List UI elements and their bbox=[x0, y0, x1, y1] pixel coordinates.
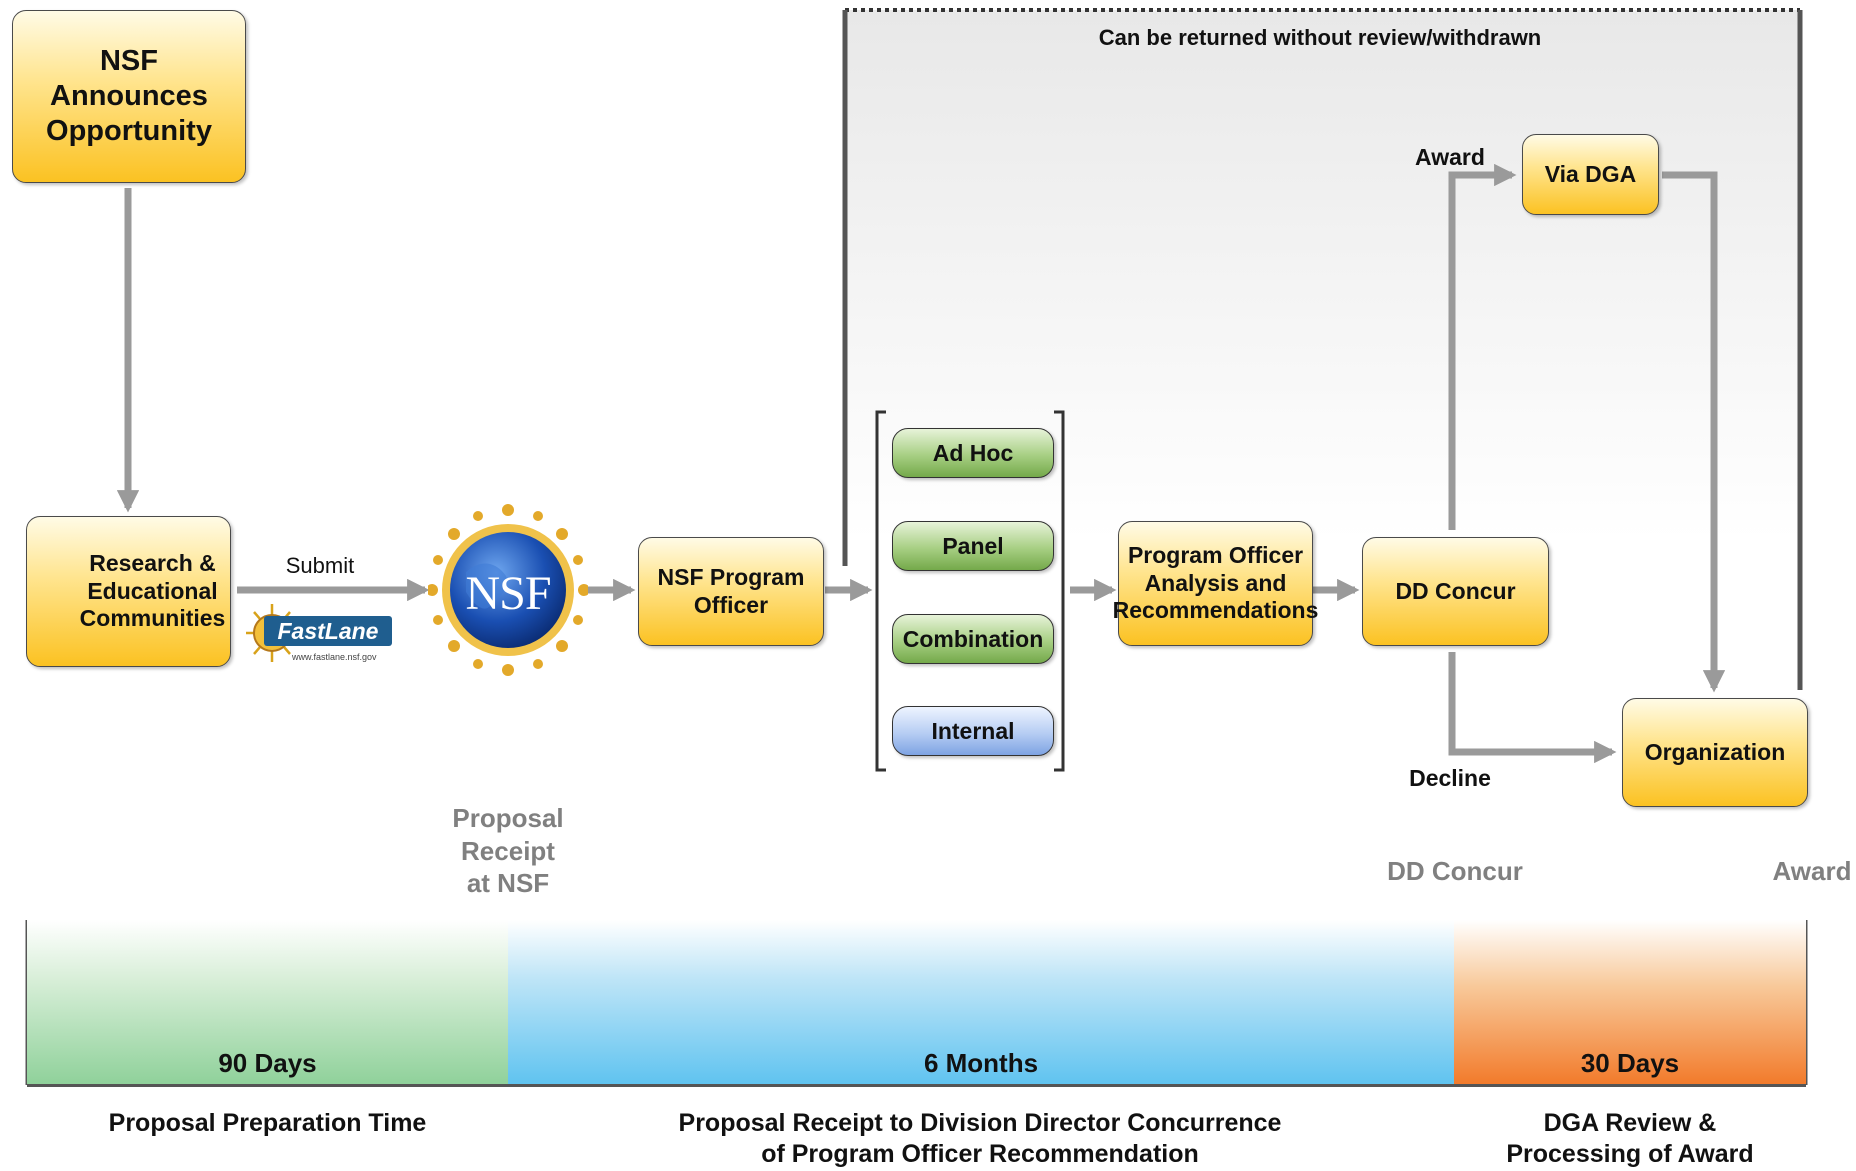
research-communities-label: Research & Educational Communities bbox=[79, 550, 226, 632]
nsf-announces-opportunity-box: NSF Announces Opportunity bbox=[12, 10, 246, 183]
caption-preparation-time: Proposal Preparation Time bbox=[108, 1109, 427, 1137]
review-type-internal: Internal bbox=[892, 706, 1054, 756]
organization-box: Organization bbox=[1622, 698, 1808, 807]
timeline-baseline bbox=[27, 1084, 1806, 1087]
milestone-award: Award bbox=[1772, 856, 1852, 886]
milestone-proposal-receipt: Proposal Receipt at NSF bbox=[452, 803, 564, 898]
caption-review-period: Proposal Receipt to Division Director Co… bbox=[678, 1109, 1282, 1169]
arrow-dd-decline bbox=[1448, 652, 1617, 764]
review-type-ad-hoc: Ad Hoc bbox=[892, 428, 1054, 478]
dd-concur-box: DD Concur bbox=[1362, 537, 1549, 646]
arrow-dga-to-org bbox=[1662, 171, 1726, 693]
via-dga-box: Via DGA bbox=[1522, 134, 1659, 215]
timeline-band-review: 6 Months bbox=[508, 920, 1454, 1085]
fastlane-logo: FastLane www.fastlane.nsf.gov bbox=[246, 600, 396, 666]
review-type-combination: Combination bbox=[892, 614, 1054, 664]
timeline-band-preparation: 90 Days bbox=[27, 920, 508, 1085]
nsf-logo-text: NSF bbox=[465, 567, 551, 620]
nsf-logo: NSF bbox=[428, 502, 588, 678]
review-bracket-left bbox=[875, 410, 886, 772]
milestone-dd-concur: DD Concur bbox=[1387, 856, 1523, 886]
nsf-globe-icon bbox=[428, 504, 588, 676]
fastlane-wordmark: FastLane bbox=[264, 616, 392, 646]
caption-dga-processing: DGA Review & Processing of Award bbox=[1506, 1109, 1754, 1169]
review-type-panel: Panel bbox=[892, 521, 1054, 571]
fastlane-url: www.fastlane.nsf.gov bbox=[292, 652, 377, 662]
nsf-program-officer-box: NSF Program Officer bbox=[638, 537, 824, 646]
submit-label: Submit bbox=[285, 553, 355, 578]
decline-branch-label: Decline bbox=[1409, 765, 1491, 791]
review-bracket-right bbox=[1054, 410, 1065, 772]
program-officer-analysis-box: Program Officer Analysis and Recommendat… bbox=[1113, 521, 1318, 646]
timeline-band-dga: 30 Days bbox=[1454, 920, 1806, 1085]
research-educational-communities-box: Research & Educational Communities bbox=[26, 516, 231, 667]
returned-without-review-label: Can be returned without review/withdrawn bbox=[1098, 25, 1542, 50]
arrow-dd-award bbox=[1448, 163, 1517, 530]
award-branch-label: Award bbox=[1415, 144, 1485, 170]
